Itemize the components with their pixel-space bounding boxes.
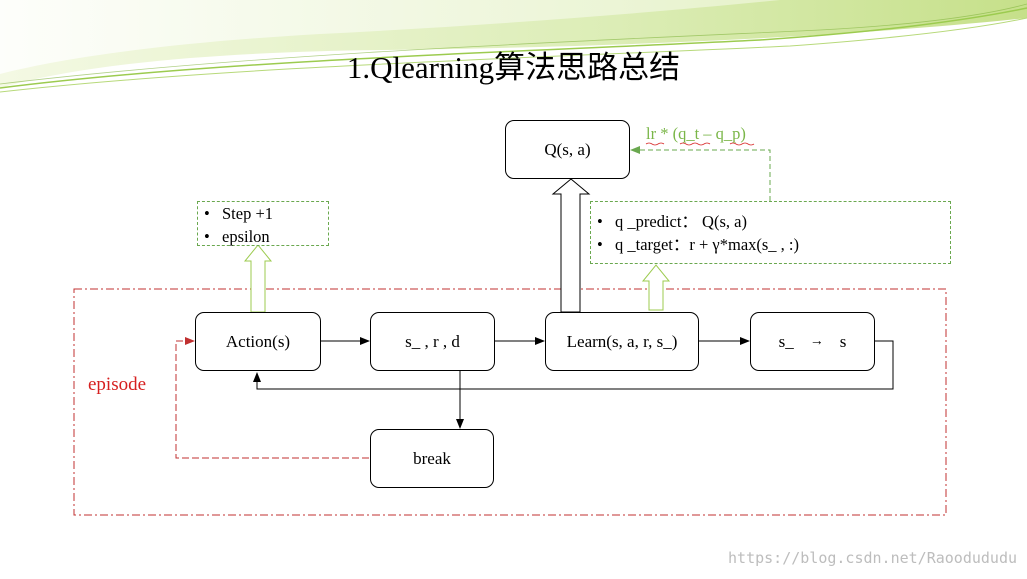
action-note-item: epsilon — [198, 225, 328, 248]
state-update-right: s — [839, 331, 847, 351]
learn-note: q _predict： Q(s, a) q _target：r + γ*max(… — [590, 201, 951, 264]
arrow-learn-to-q — [551, 178, 591, 313]
state-update-arrow: → — [809, 333, 824, 349]
header-decoration — [0, 0, 1027, 93]
step-result-node: s_ , r , d — [370, 312, 495, 371]
action-note-item: Step +1 — [198, 202, 328, 225]
page-title: 1.Qlearning算法思路总结 — [346, 50, 681, 85]
arrow-learn-to-note — [641, 264, 671, 311]
arrow-action-to-note — [243, 244, 273, 313]
arrow-note-to-q — [630, 146, 771, 201]
arrow-break-to-action — [175, 337, 369, 459]
action-node: Action(s) — [195, 312, 321, 371]
episode-label: episode — [88, 374, 147, 395]
learn-note-item: q _target：r + γ*max(s_ , :) — [591, 233, 950, 256]
learn-node: Learn(s, a, r, s_) — [545, 312, 699, 371]
episode-frame — [73, 288, 947, 516]
state-update-left: s_ — [778, 331, 794, 351]
watermark: https://blog.csdn.net/Raoodududu — [728, 549, 1017, 567]
learn-note-item: q _predict： Q(s, a) — [591, 210, 950, 233]
arrow-loop-back — [253, 340, 894, 390]
state-update-node: s_ → s — [750, 312, 875, 371]
action-note: Step +1 epsilon — [197, 201, 329, 248]
q-node: Q(s, a) — [505, 120, 630, 179]
update-formula: lr * (q_t – q_p) — [646, 124, 746, 143]
break-node: break — [370, 429, 494, 488]
